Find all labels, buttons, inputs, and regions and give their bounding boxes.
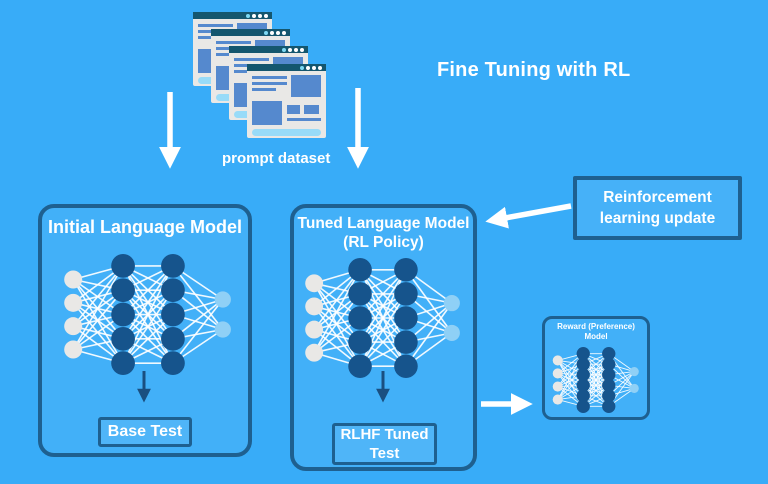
doc-dot-icon bbox=[288, 47, 292, 52]
doc-dot-icon bbox=[264, 30, 268, 35]
base-test-box: Base Test bbox=[98, 417, 192, 447]
doc-dot-icon bbox=[270, 30, 274, 35]
doc-dot-icon bbox=[264, 13, 268, 18]
neural-network-icon bbox=[305, 258, 460, 378]
reinforcement-learning-update-box: Reinforcement learning update bbox=[573, 176, 742, 240]
doc-dot-icon bbox=[252, 13, 256, 18]
prompt-document-icon bbox=[247, 64, 326, 138]
reward-model-title-line1: Reward (Preference) bbox=[557, 322, 635, 331]
reward-model-title: Reward (Preference) Model bbox=[545, 322, 647, 342]
doc-dot-icon bbox=[258, 13, 262, 18]
doc-image-block bbox=[252, 101, 282, 125]
doc-dot-icon bbox=[300, 47, 304, 52]
doc-dot-icon bbox=[300, 65, 304, 70]
doc-dot-icon bbox=[276, 30, 280, 35]
doc-highlight-bar bbox=[252, 129, 321, 136]
reward-model-title-line2: Model bbox=[584, 332, 608, 341]
tuned-model-title: Tuned Language Model (RL Policy) bbox=[294, 214, 473, 252]
rlhf-tuned-test-box: RLHF Tuned Test bbox=[332, 423, 437, 465]
rlhf-test-label-line1: RLHF Tuned bbox=[340, 426, 429, 443]
reward-preference-model-box: Reward (Preference) Model bbox=[542, 316, 650, 420]
tuned-model-title-line2: (RL Policy) bbox=[343, 234, 424, 251]
doc-dot-icon bbox=[246, 13, 250, 18]
doc-dot-icon bbox=[282, 30, 286, 35]
rlhf-test-label-line2: Test bbox=[369, 445, 400, 462]
doc-header-bar bbox=[211, 29, 290, 36]
left-arrow-rl-update-to-tuned-model bbox=[485, 203, 572, 229]
doc-dot-icon bbox=[282, 47, 286, 52]
doc-text-lines bbox=[252, 75, 287, 97]
doc-dot-icon bbox=[318, 65, 322, 70]
doc-header-bar bbox=[247, 64, 326, 71]
initial-model-title: Initial Language Model bbox=[47, 217, 242, 237]
neural-network-icon bbox=[64, 254, 231, 375]
rl-update-label-line1: Reinforcement bbox=[603, 189, 712, 206]
prompt-dataset-label: prompt dataset bbox=[222, 150, 331, 167]
doc-dot-icon bbox=[312, 65, 316, 70]
doc-header-bar bbox=[193, 12, 272, 19]
doc-header-bar bbox=[229, 46, 308, 53]
doc-image-block bbox=[291, 75, 321, 97]
rl-update-label-line2: learning update bbox=[599, 210, 716, 227]
doc-dot-icon bbox=[294, 47, 298, 52]
diagram-title: Fine Tuning with RL bbox=[437, 59, 631, 81]
doc-body bbox=[247, 71, 326, 136]
initial-language-model-box: Initial Language Model Base Test bbox=[38, 204, 252, 457]
tuned-model-title-line1: Tuned Language Model bbox=[297, 215, 470, 232]
doc-dot-icon bbox=[306, 65, 310, 70]
base-test-label: Base Test bbox=[107, 423, 183, 440]
neural-network-icon bbox=[552, 347, 639, 413]
doc-mini-blocks bbox=[287, 101, 321, 125]
tuned-language-model-box: Tuned Language Model (RL Policy) RLHF Tu… bbox=[290, 204, 477, 471]
